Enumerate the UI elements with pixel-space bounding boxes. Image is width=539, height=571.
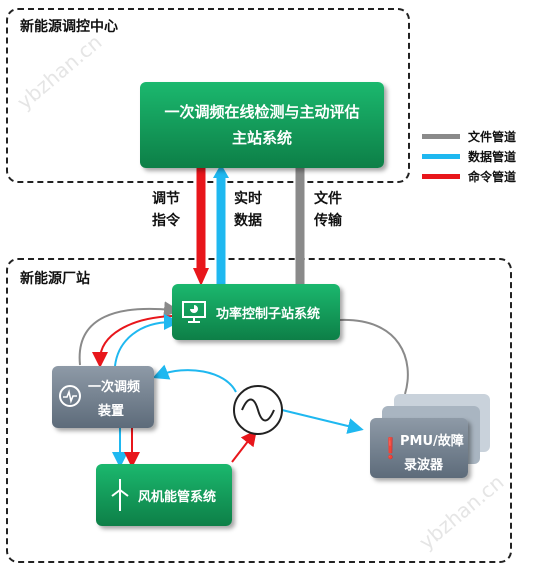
control-center-region — [6, 8, 410, 183]
label-line: 实时 — [234, 191, 262, 207]
wind-turbine-management[interactable]: 风机能管系统 — [96, 464, 232, 526]
legend-swatch — [422, 153, 460, 159]
freq-device-line2: 装置 — [98, 404, 125, 419]
legend-item-file: 文件管道 — [422, 128, 516, 144]
label-line: 指令 — [152, 213, 180, 229]
station-title: 新能源厂站 — [20, 271, 90, 287]
legend-label: 数据管道 — [468, 149, 517, 164]
main-station-title-line1: 一次调频在线检测与主动评估 — [164, 103, 360, 121]
legend-item-command: 命令管道 — [422, 168, 516, 184]
wind-turbine-icon — [110, 478, 130, 512]
primary-frequency-device[interactable]: 一次调频 装置 — [52, 366, 154, 428]
power-control-substation[interactable]: 功率控制子站系统 — [172, 284, 340, 340]
command-pipe-label: 调节 指令 — [152, 188, 180, 232]
legend-swatch — [422, 173, 460, 179]
main-station-system[interactable]: 一次调频在线检测与主动评估 主站系统 — [140, 82, 384, 168]
freq-device-line1: 一次调频 — [88, 380, 141, 395]
file-pipe-label: 文件 传输 — [314, 188, 342, 232]
wind-mgmt-label: 风机能管系统 — [138, 489, 217, 505]
legend-label: 命令管道 — [468, 169, 517, 184]
power-control-label: 功率控制子站系统 — [216, 306, 321, 322]
main-station-title-line2: 主站系统 — [231, 129, 292, 147]
pmu-line2: 录波器 — [404, 458, 444, 473]
pmu-line1: PMU/故障 — [400, 434, 464, 449]
pulse-icon — [58, 384, 82, 408]
monitor-icon — [182, 301, 206, 323]
legend-item-data: 数据管道 — [422, 148, 516, 164]
label-line: 数据 — [234, 213, 262, 229]
label-line: 调节 — [152, 191, 180, 207]
label-line: 文件 — [314, 191, 342, 207]
data-pipe-label: 实时 数据 — [234, 188, 262, 232]
station-region — [6, 258, 512, 563]
legend-label: 文件管道 — [468, 129, 517, 144]
legend-swatch — [422, 133, 460, 139]
alert-icon: ❗ — [378, 436, 403, 460]
label-line: 传输 — [314, 213, 342, 229]
control-center-title: 新能源调控中心 — [20, 19, 118, 35]
pmu-fault-recorder[interactable]: ❗ PMU/故障 录波器 — [370, 418, 468, 478]
